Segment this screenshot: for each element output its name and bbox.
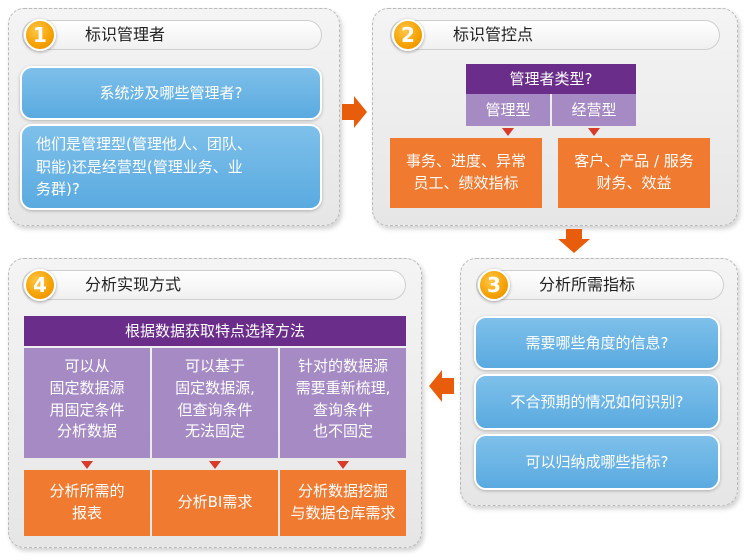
method-fixed-source-fixed-conditions: 可以从 固定数据源 用固定条件 分析数据 [24, 348, 150, 458]
step1-number-badge: 1 [24, 19, 56, 51]
result-data-mining-warehouse: 分析数据挖掘 与数据仓库需求 [280, 470, 406, 536]
control-points-management-line2: 员工、绩效指标 [413, 174, 519, 192]
method-col3-line3: 查询条件 [312, 400, 373, 419]
step3-question-indicators-text: 可以归纳成哪些指标? [525, 452, 669, 471]
manager-type-management: 管理型 [466, 94, 550, 126]
result-bi-requirements: 分析BI需求 [152, 470, 278, 536]
step2-number-badge: 2 [392, 19, 424, 51]
method-col1-line1: 可以从 [64, 357, 110, 375]
step1-question-type-line1: 他们是管理型(管理他人、团队、 [36, 135, 252, 154]
step2-title: 标识管控点 [453, 25, 534, 44]
step4-header: 分析实现方式 [22, 270, 406, 300]
arrow-left-icon [429, 370, 454, 402]
result-data-mining-line2: 与数据仓库需求 [290, 504, 396, 522]
down-arrow-icon [502, 128, 514, 136]
control-points-business-line1: 客户、产品 / 服务 [574, 152, 694, 171]
result-bi-requirements-text: 分析BI需求 [177, 493, 253, 512]
step1-header: 标识管理者 [22, 20, 322, 50]
method-fixed-source-flexible-conditions: 可以基于 固定数据源, 但查询条件 无法固定 [152, 348, 278, 458]
step3-question-indicators: 可以归纳成哪些指标? [474, 434, 720, 490]
method-col1-line3: 用固定条件 [49, 400, 125, 419]
step1-question-type-line2: 职能)还是经营型(管理业务、业 [36, 157, 243, 176]
step1-question-type-line3: 务群)? [36, 180, 80, 199]
down-arrow-icon [337, 461, 349, 469]
control-points-management: 事务、进度、异常 员工、绩效指标 [390, 138, 542, 208]
method-col2-line2: 固定数据源, [175, 378, 255, 397]
control-points-business-line2: 财务、效益 [596, 174, 672, 192]
result-reports-line2: 报表 [71, 504, 102, 522]
step1-question-who-text: 系统涉及哪些管理者? [99, 83, 243, 102]
method-new-source-flexible-conditions: 针对的数据源 需要重新梳理, 查询条件 也不固定 [280, 348, 406, 458]
step1-question-type: 他们是管理型(管理他人、团队、 职能)还是经营型(管理业务、业 务群)? [20, 124, 322, 210]
method-col2-line1: 可以基于 [184, 357, 245, 375]
step3-question-perspective-text: 需要哪些角度的信息? [525, 333, 669, 352]
method-col3-line1: 针对的数据源 [297, 357, 388, 375]
step3-question-exception: 不合预期的情况如何识别? [474, 374, 720, 430]
down-arrow-icon [81, 461, 93, 469]
manager-type-header-text: 管理者类型? [509, 70, 593, 88]
step1-title: 标识管理者 [85, 25, 166, 44]
arrow-right-icon [342, 96, 367, 128]
result-data-mining-line1: 分析数据挖掘 [297, 482, 388, 501]
method-col2-line3: 但查询条件 [177, 400, 253, 419]
arrow-down-icon [558, 229, 590, 253]
method-selection-header: 根据数据获取特点选择方法 [24, 316, 406, 346]
step4-number-badge: 4 [24, 269, 56, 301]
method-col3-line2: 需要重新梳理, [295, 378, 391, 397]
down-arrow-icon [588, 128, 600, 136]
step3-question-exception-text: 不合预期的情况如何识别? [510, 392, 684, 411]
method-selection-header-text: 根据数据获取特点选择方法 [124, 322, 305, 340]
step2-header: 标识管控点 [390, 20, 720, 50]
step3-title: 分析所需指标 [539, 275, 636, 294]
result-reports: 分析所需的 报表 [24, 470, 150, 536]
control-points-management-line1: 事务、进度、异常 [405, 152, 526, 171]
method-col2-line4: 无法固定 [184, 422, 245, 441]
step3-number-badge: 3 [478, 269, 510, 301]
step3-question-perspective: 需要哪些角度的信息? [474, 316, 720, 370]
step3-header: 分析所需指标 [476, 270, 724, 300]
manager-type-management-text: 管理型 [485, 101, 531, 119]
method-col1-line2: 固定数据源 [49, 378, 125, 397]
down-arrow-icon [209, 461, 221, 469]
method-col3-line4: 也不固定 [312, 422, 373, 441]
result-reports-line1: 分析所需的 [49, 482, 125, 501]
manager-type-header: 管理者类型? [466, 64, 636, 94]
method-col1-line4: 分析数据 [56, 422, 117, 441]
manager-type-business-text: 经营型 [571, 101, 617, 119]
manager-type-business: 经营型 [552, 94, 636, 126]
step4-title: 分析实现方式 [85, 275, 182, 294]
step1-question-who: 系统涉及哪些管理者? [20, 66, 322, 120]
control-points-business: 客户、产品 / 服务 财务、效益 [558, 138, 710, 208]
